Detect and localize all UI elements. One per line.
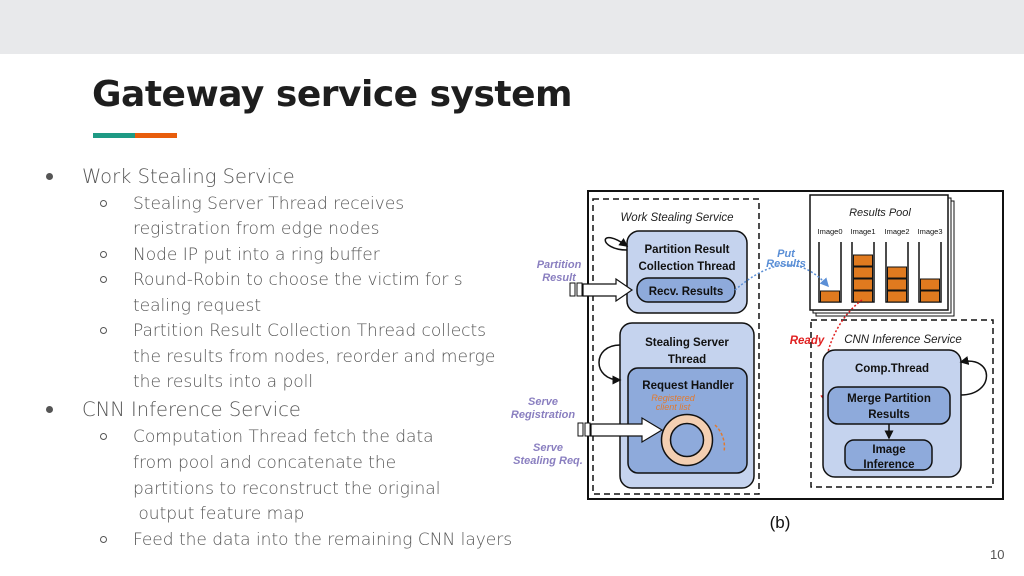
bullet-text: the results into a poll: [133, 372, 314, 392]
title-underline-teal: [93, 133, 135, 138]
input-arrow: [590, 416, 664, 444]
bullet-circle: [100, 433, 107, 440]
result-cell: [887, 266, 907, 279]
svg-text:Inference: Inference: [863, 459, 914, 471]
svg-text:Stealing Server: Stealing Server: [645, 337, 729, 349]
svg-text:client list: client list: [656, 402, 691, 412]
bullet-text: Round-Robin to choose the victim for s: [133, 270, 463, 290]
bullet-text: Computation Thread fetch the data: [133, 427, 434, 447]
result-cell: [853, 278, 873, 291]
bullet-text: output feature map: [133, 504, 305, 524]
bullet-dot: [46, 173, 53, 180]
loop-arrow: [959, 356, 988, 396]
bullet-text: Stealing Server Thread receives: [133, 194, 405, 214]
bullet-text: CNN Inference Service: [82, 398, 301, 421]
ring-buffer-icon: [661, 414, 713, 466]
result-cell: [920, 278, 940, 291]
result-cell: [853, 254, 873, 267]
slide-title: Gateway service system: [92, 74, 573, 115]
ready-label: Ready: [790, 335, 825, 347]
svg-text:Serve: Serve: [533, 442, 563, 454]
result-cell: [920, 290, 940, 303]
cnn-inference-service-box: [810, 319, 994, 488]
image-columns: Image0 Image1 Image2 Image3: [817, 227, 943, 303]
figure-caption: (b): [770, 513, 791, 532]
svg-text:Request Handler: Request Handler: [642, 380, 734, 392]
svg-text:Stealing Req.: Stealing Req.: [513, 455, 583, 467]
input-arrow: [582, 277, 634, 303]
work-stealing-service-box: [592, 198, 760, 495]
page-number: 10: [990, 547, 1005, 562]
bullet-text: partitions to reconstruct the original: [133, 479, 441, 499]
bullet-circle: [100, 327, 107, 334]
bullet-text: registration from edge nodes: [133, 219, 380, 239]
bullet-text: from pool and concatenate the: [133, 453, 397, 473]
loop-arrow: [598, 344, 622, 385]
bullet-text: the results from nodes, reorder and merg…: [133, 347, 496, 367]
svg-text:Collection Thread: Collection Thread: [638, 261, 735, 273]
svg-text:Thread: Thread: [668, 354, 706, 366]
image-label: Image2: [884, 227, 909, 236]
image-label: Image3: [917, 227, 942, 236]
svg-text:Registration: Registration: [511, 409, 575, 421]
svg-text:Registered: Registered: [651, 393, 696, 403]
svg-text:Results: Results: [868, 409, 910, 421]
svg-text:Results: Results: [766, 258, 806, 270]
svg-text:Partition: Partition: [537, 259, 582, 271]
bullet-text: Work Stealing Service: [82, 165, 295, 188]
inference-box: [844, 439, 933, 471]
svg-text:Partition Result: Partition Result: [645, 244, 730, 256]
bullet-dot: [46, 406, 53, 413]
svg-text:CNN Inference Service: CNN Inference Service: [844, 334, 962, 346]
result-cell: [853, 266, 873, 279]
svg-text:Merge Partition: Merge Partition: [847, 393, 931, 405]
svg-text:Comp.Thread: Comp.Thread: [855, 363, 929, 375]
result-cell: [853, 290, 873, 303]
bullet-text: tealing request: [133, 296, 261, 316]
bullet-text: Feed the data into the remaining CNN lay…: [133, 530, 513, 550]
svg-text:Serve: Serve: [528, 396, 558, 408]
put-results-arrow: [734, 264, 830, 291]
svg-text:Result: Result: [542, 272, 577, 284]
bullet-circle: [100, 536, 107, 543]
svg-text:Results Pool: Results Pool: [849, 207, 911, 219]
result-cell: [887, 278, 907, 291]
title-underline-orange: [135, 133, 177, 138]
image-label: Image1: [850, 227, 875, 236]
bullet-circle: [100, 200, 107, 207]
top-bar: [0, 0, 1024, 54]
loop-arrow: [604, 236, 629, 251]
bullet-text: Partition Result Collection Thread colle…: [133, 321, 487, 341]
svg-text:Recv. Results: Recv. Results: [649, 286, 724, 298]
image-label: Image0: [817, 227, 842, 236]
svg-text:Image: Image: [872, 444, 905, 456]
result-cell: [820, 290, 840, 303]
bullet-circle: [100, 251, 107, 258]
bullet-circle: [100, 276, 107, 283]
bullet-text: Node IP put into a ring buffer: [133, 245, 380, 265]
result-cell: [887, 290, 907, 303]
svg-text:Put: Put: [777, 248, 796, 260]
work-stealing-service-label: Work Stealing Service: [620, 212, 733, 224]
